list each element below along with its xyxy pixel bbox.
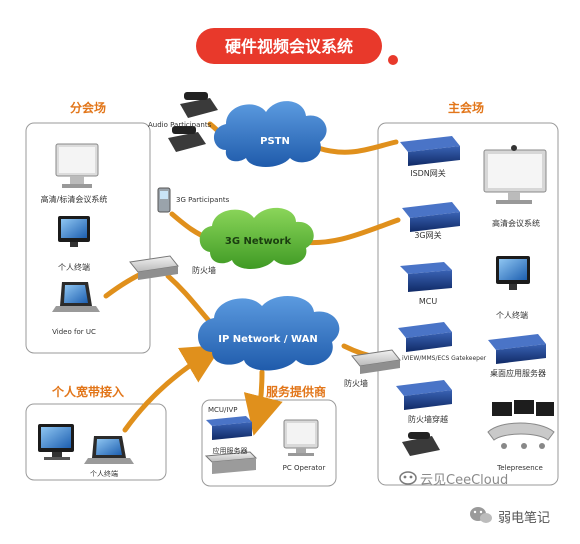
watermark-account: 弱电笔记: [498, 510, 550, 526]
branch-firewall-label: 防火墙: [192, 265, 216, 275]
main-firewall-label: 防火墙: [344, 378, 368, 388]
ip-cloud: [198, 295, 340, 371]
telepresence-label: Telepresence: [496, 464, 543, 472]
main-firewall-icon: [351, 349, 401, 374]
section-title-main: 主会场: [448, 100, 484, 115]
g3-cloud: [199, 207, 314, 269]
personal-terminal-icon: [58, 216, 90, 247]
main-personal-terminal-label: 个人终端: [496, 310, 528, 320]
telepresence-icon: [487, 400, 555, 449]
g3-label: 3G Network: [225, 236, 292, 247]
mobile-phone-icon: [157, 187, 171, 213]
section-title-provider: 服务提供商: [266, 384, 326, 399]
mcu-label: MCU: [419, 297, 437, 306]
ceecloud-logo-icon: [399, 471, 417, 485]
pstn-label: PSTN: [260, 136, 290, 147]
link-provider-ip: [243, 369, 283, 436]
personal-frame: [25, 403, 167, 481]
section-title-personal: 个人宽带接入: [51, 384, 124, 399]
wechat-icon: [470, 507, 492, 523]
home-personal-terminal-label: 个人终端: [90, 469, 118, 478]
link-firewall-ip: [165, 273, 213, 325]
g3-participants-label: 3G Participants: [176, 196, 230, 204]
page-title: 硬件视频会议系统: [225, 37, 353, 56]
g3-gateway-label: 3G网关: [414, 230, 441, 240]
ip-phone-icon: [402, 432, 440, 456]
isdn-gateway-icon: [400, 136, 460, 166]
hd-system-icon: [483, 145, 547, 204]
ip-label: IP Network / WAN: [218, 334, 317, 345]
pstn-cloud: [213, 101, 327, 167]
hd-system-label: 高清会议系统: [492, 218, 540, 228]
main-personal-terminal-icon: [496, 256, 530, 290]
home-monitor-icon: [38, 424, 74, 460]
gatekeeper-icon: [398, 322, 452, 352]
section-title-branch: 分会场: [70, 100, 106, 115]
desk-phone-icon: [168, 126, 206, 152]
app-server-icon: [204, 451, 258, 474]
branch-firewall-icon: [129, 255, 179, 280]
title-dot-icon: [388, 55, 398, 65]
link-pstn-isdn: [315, 139, 399, 155]
pc-operator-icon: [283, 419, 319, 456]
app-server-label: 应用服务器: [213, 446, 248, 455]
firewall-traversal-icon: [396, 380, 452, 410]
mcu-ivp-icon: [206, 416, 252, 440]
laptop-icon: [52, 282, 100, 312]
desktop-server-label: 桌面应用服务器: [490, 368, 546, 378]
branch-hd-system-label: 高清/标清会议系统: [41, 194, 108, 204]
link-3g-gateway: [297, 217, 401, 246]
g3-gateway-icon: [402, 202, 460, 232]
title-pill: [196, 28, 382, 64]
home-laptop-icon: [84, 436, 134, 464]
link-personal-ip: [122, 344, 223, 433]
video-for-uc-label: Video for UC: [52, 328, 96, 336]
isdn-gateway-label: ISDN网关: [410, 168, 446, 178]
mcu-icon: [400, 262, 452, 292]
desktop-server-icon: [488, 334, 546, 364]
branch-frame: [25, 122, 151, 354]
hd-conference-terminal-icon: [55, 143, 99, 188]
audio-participants-label: Audio Participants: [148, 121, 212, 129]
desk-phone-icon: [180, 92, 218, 118]
firewall-traversal-label: 防火墙穿越: [408, 414, 448, 424]
main-frame: [377, 122, 559, 486]
pc-operator-label: PC Operator: [283, 464, 326, 472]
mcu-ivp-label: MCU/IVP: [208, 406, 237, 414]
branch-personal-terminal-label: 个人终端: [58, 262, 90, 272]
gatekeeper-label: iVIEW/MMS/ECS Gatekeeper: [402, 355, 487, 362]
watermark-brand: 云见CeeCloud: [420, 473, 508, 488]
